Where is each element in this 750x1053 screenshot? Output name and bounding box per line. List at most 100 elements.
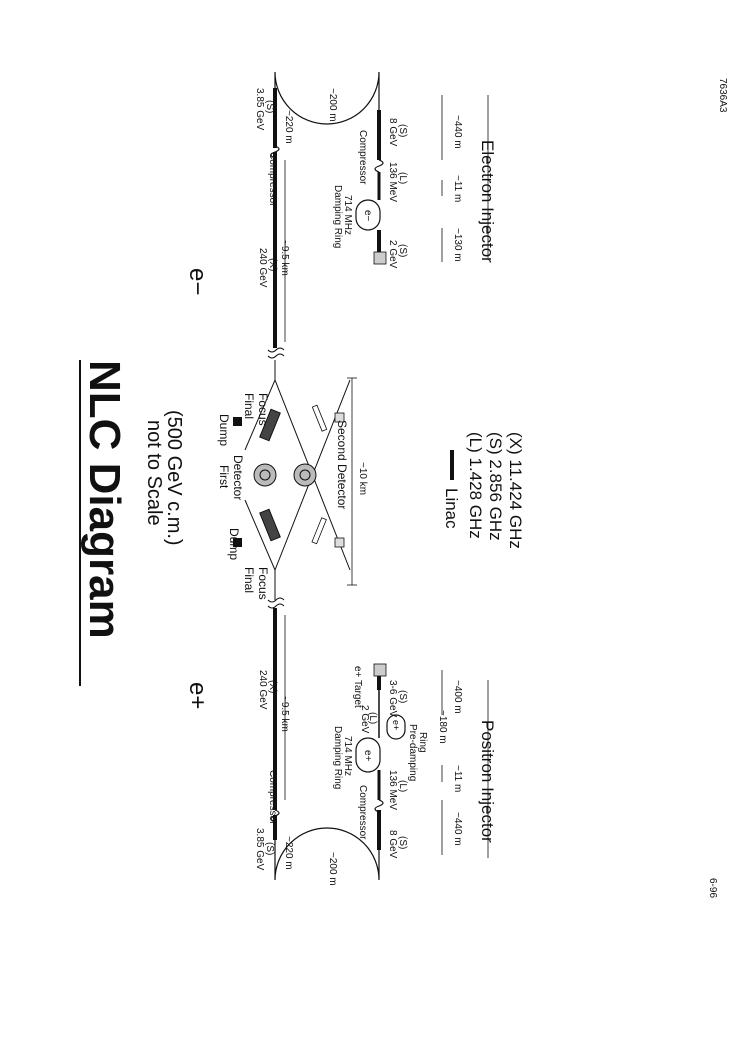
subtitle-energy: (500 GeV c.m.) xyxy=(163,410,185,546)
el-2gev-1: 2 GeV xyxy=(387,240,398,269)
second-ir-dump-right xyxy=(334,412,345,423)
el-compressor-top: Compressor xyxy=(267,152,278,207)
dump-right-label: Dump xyxy=(217,414,231,446)
legend-x-band: (X) 11.424 GHz xyxy=(506,432,525,549)
el-385gev-2: (S) xyxy=(264,100,275,113)
first-detector-core xyxy=(259,469,271,481)
electron-beam-break xyxy=(267,347,285,359)
pos-220m: ~220 m xyxy=(283,836,294,870)
pos-predamping-ring-symbol: e+ xyxy=(391,720,401,730)
final-focus-left-label-2: Focus xyxy=(256,567,270,600)
pos-compressor-top: Compressor xyxy=(267,770,278,825)
pos-damping-ring-label-1: Damping Ring xyxy=(332,726,343,789)
second-ir-magnet-left xyxy=(311,517,327,545)
positron-return-loop xyxy=(274,827,380,881)
el-130m: ~130 m xyxy=(452,228,463,262)
el-gun-icon xyxy=(373,251,387,265)
electron-return-loop xyxy=(274,71,380,125)
el-injector-label: Electron Injector xyxy=(478,140,497,263)
pos-385gev-1: 3.85 GeV xyxy=(254,828,265,871)
pos-180m: ~180 m xyxy=(437,710,448,744)
pos-200m: ~200 m xyxy=(327,852,338,886)
el-damping-ring xyxy=(355,199,381,231)
el-385gev-1: 3.85 GeV xyxy=(254,88,265,131)
final-focus-right-label-1: Final xyxy=(242,393,256,419)
diagram-title: NLC Diagram xyxy=(80,360,129,639)
pos-400m: ~400 m xyxy=(452,680,463,714)
el-136mev-2: (L) xyxy=(397,172,408,184)
footer-date: 6-96 xyxy=(707,878,718,898)
pos-36gev-2: (S) xyxy=(397,690,408,703)
footer-code: 7636A3 xyxy=(717,78,728,113)
final-focus-magnet-left xyxy=(259,508,281,542)
first-detector-icon xyxy=(253,463,277,487)
dump-left-label: Dump xyxy=(227,528,241,560)
pos-predamping-label-1: Pre-damping xyxy=(407,724,418,781)
second-detector-icon xyxy=(293,463,317,487)
legend-linac-label: Linac xyxy=(442,488,461,529)
pos-240gev-1: 240 GeV xyxy=(257,670,268,710)
el-220m: ~220 m xyxy=(283,110,294,144)
pos-compressor-low-wiggle xyxy=(374,799,384,813)
pos-predamping-ring xyxy=(386,714,406,740)
el-compressor-low-wiggle xyxy=(374,159,384,173)
legend-s-band: (S) 2.856 GHz xyxy=(486,432,505,541)
el-8gev-2: (S) xyxy=(397,124,408,137)
el-240gev-2: (X) xyxy=(267,258,278,271)
electron-symbol: e− xyxy=(184,268,211,295)
el-440m: ~440 m xyxy=(452,115,463,149)
beam-dump-left xyxy=(233,538,242,547)
el-136mev-1: 136 MeV xyxy=(387,162,398,202)
final-focus-right-label-2: Focus xyxy=(256,393,270,426)
positron-compressor-wiggle xyxy=(270,809,280,823)
el-compressor-low-label: Compressor xyxy=(357,130,368,185)
pos-target-label: e+ Target xyxy=(352,666,363,708)
second-ir-magnet-right xyxy=(311,404,328,432)
positron-symbol: e+ xyxy=(184,682,211,709)
el-11m: ~11 m xyxy=(452,175,463,202)
pos-95km-label: ~9.5 km xyxy=(279,696,290,732)
pos-damping-ring-symbol: e+ xyxy=(362,750,373,762)
beam-dump-right xyxy=(233,417,242,426)
pos-damping-ring xyxy=(355,737,381,773)
electron-compressor-wiggle xyxy=(270,145,280,159)
pos-2gev-2: (L) xyxy=(367,712,378,724)
el-8gev-1: 8 GeV xyxy=(387,118,398,147)
final-focus-left-label-1: Final xyxy=(242,567,256,593)
pos-8gev-2: (S) xyxy=(397,836,408,849)
positron-beam-break xyxy=(267,597,285,609)
pos-2gev-1: 2 GeV xyxy=(359,705,370,734)
second-detector-label: Second Detector xyxy=(335,420,349,509)
second-detector-core xyxy=(299,469,311,481)
pos-36gev-1: 3-6 GeV xyxy=(387,680,398,718)
rotated-diagram: NLC Diagram not to Scale (500 GeV c.m.) … xyxy=(79,71,728,898)
ir-second-beam-b xyxy=(244,379,276,451)
subtitle-not-to-scale: not to Scale xyxy=(143,420,165,526)
pos-damping-ring-label-2: 714 MHz xyxy=(342,736,353,776)
pos-240gev-2: (X) xyxy=(267,680,278,693)
pos-8gev-1: 8 GeV xyxy=(387,830,398,859)
pos-injector-label: Positron Injector xyxy=(478,720,497,843)
first-detector-label-1: First xyxy=(217,465,231,489)
el-240gev-1: 240 GeV xyxy=(257,248,268,288)
pos-11m: ~11 m xyxy=(452,765,463,792)
el-damping-ring-symbol: e− xyxy=(362,210,373,222)
ten-km-label: ~10 km xyxy=(357,462,368,495)
el-damping-ring-label-1: Damping Ring xyxy=(332,185,343,248)
el-200m: ~200 m xyxy=(327,88,338,122)
pos-136mev-2: (L) xyxy=(397,780,408,792)
pos-target-icon xyxy=(373,663,387,677)
legend-l-band: (L) 1.428 GHz xyxy=(466,432,485,539)
pos-440m: ~440 m xyxy=(452,812,463,846)
pos-compressor-low-label: Compressor xyxy=(357,785,368,840)
pos-385gev-2: (S) xyxy=(264,842,275,855)
el-2gev-2: (S) xyxy=(397,244,408,257)
el-damping-ring-label-2: 714 MHz xyxy=(342,195,353,235)
final-focus-magnet-right xyxy=(259,408,281,442)
pos-136mev-1: 136 MeV xyxy=(387,770,398,810)
second-ir-dump-left xyxy=(334,537,345,548)
ir-first-beam-b xyxy=(244,499,276,571)
first-detector-label-2: Detector xyxy=(231,455,245,500)
pos-predamping-label-2: Ring xyxy=(417,732,428,753)
